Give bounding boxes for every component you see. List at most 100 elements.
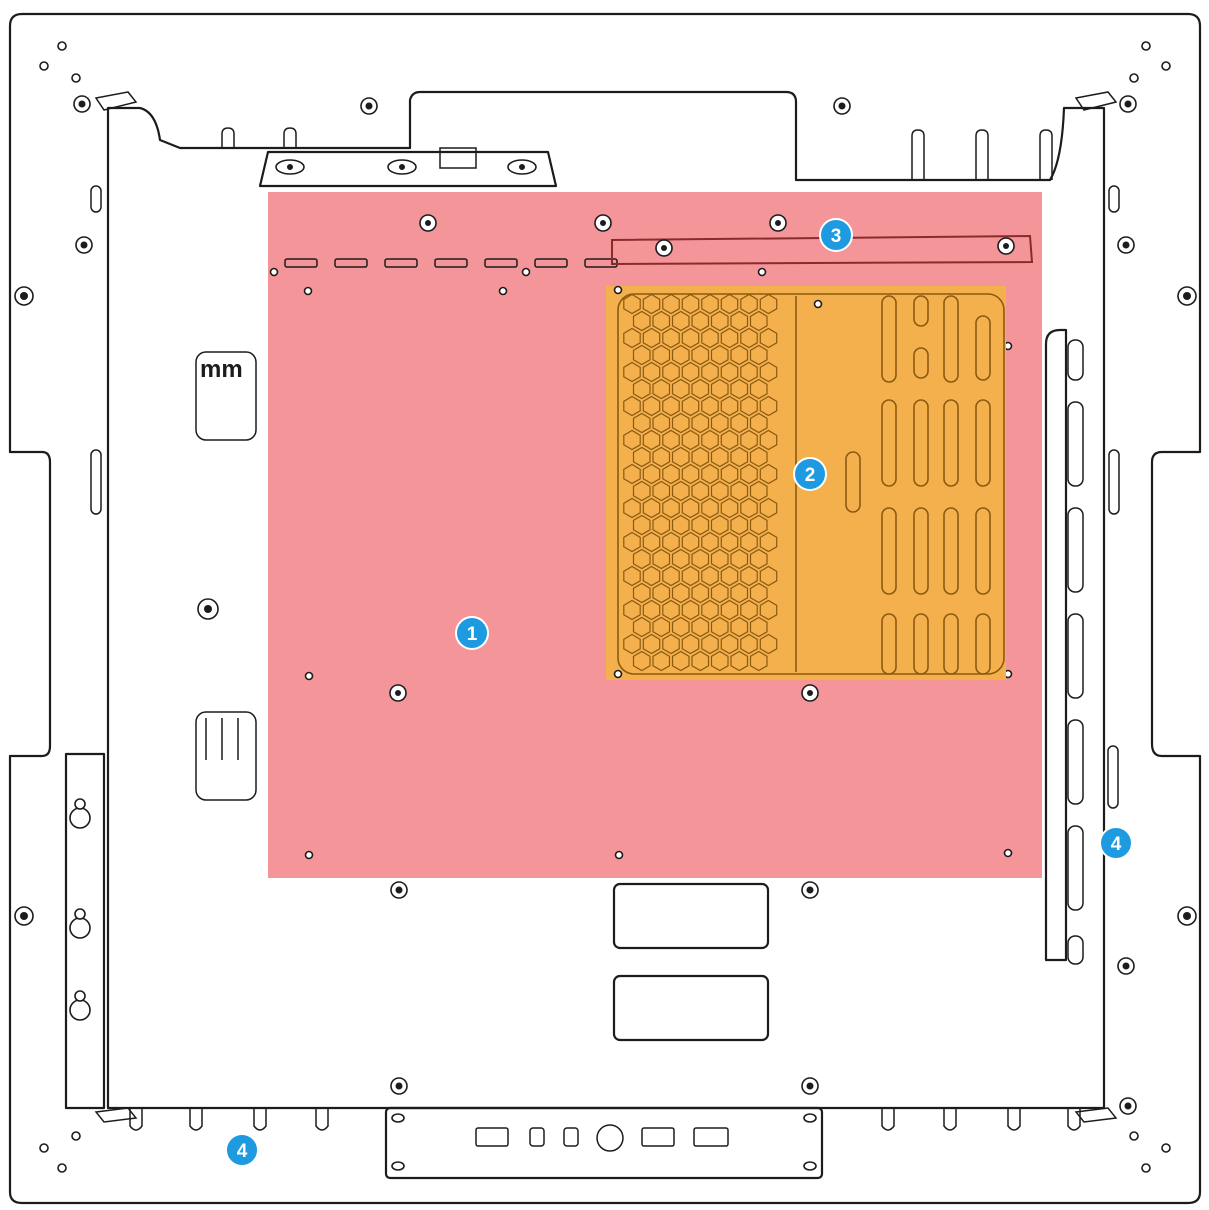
vent-hex	[720, 497, 739, 519]
vent-hex	[691, 412, 710, 434]
vent-hex	[730, 412, 749, 434]
vent-hex	[691, 548, 710, 570]
vent-hex	[749, 344, 768, 366]
vent-hex	[701, 327, 719, 349]
callout-badge-4-side: 4	[1099, 826, 1133, 860]
power-port-icon	[596, 1124, 624, 1152]
vent-hex	[681, 361, 700, 383]
vent-hex	[710, 344, 729, 366]
vent-hex	[642, 395, 661, 417]
vent-hex	[662, 497, 680, 519]
vent-hex	[623, 293, 641, 315]
vent-hex	[623, 463, 641, 485]
vent-hex	[691, 480, 710, 502]
vent-hex	[623, 633, 641, 655]
vent-hex	[681, 463, 700, 485]
usb-port-icon	[641, 1127, 675, 1147]
vent-hex	[681, 327, 700, 349]
vent-hex	[632, 650, 651, 672]
vent-hex	[662, 531, 680, 553]
vent-hex	[632, 480, 651, 502]
vent-hex	[691, 446, 710, 468]
vent-hex	[642, 497, 661, 519]
vent-hex	[701, 395, 719, 417]
vent-hex	[671, 582, 690, 604]
vent-hex	[749, 412, 768, 434]
vent-hex	[671, 548, 690, 570]
svg-text:4: 4	[1111, 834, 1122, 855]
vent-hex	[642, 327, 661, 349]
vent-hex	[720, 599, 739, 621]
vent-hex	[759, 463, 778, 485]
vent-hex	[759, 361, 778, 383]
vent-hex	[710, 616, 729, 638]
vent-hex	[642, 531, 661, 553]
vent-hex	[652, 344, 671, 366]
vent-hex	[720, 395, 739, 417]
vent-hex	[632, 310, 651, 332]
vent-hex	[710, 378, 729, 400]
vent-hex	[749, 310, 768, 332]
vent-hex	[759, 429, 778, 451]
vent-hex	[720, 463, 739, 485]
vent-hex	[642, 633, 661, 655]
vent-hex	[632, 616, 651, 638]
vent-hex	[720, 293, 739, 315]
top-tabs	[221, 127, 1053, 180]
vent-hex	[652, 514, 671, 536]
vent-hex	[701, 463, 719, 485]
vent-hex	[730, 480, 749, 502]
vent-hex	[671, 378, 690, 400]
vent-hex	[730, 378, 749, 400]
vent-hex	[642, 599, 661, 621]
vent-hex	[720, 633, 739, 655]
vent-hex	[720, 361, 739, 383]
vent-hex	[652, 310, 671, 332]
svg-text:3: 3	[831, 226, 842, 247]
vent-hex	[701, 565, 719, 587]
vent-hex	[730, 446, 749, 468]
vent-hex	[759, 497, 778, 519]
mm-marking: mm	[200, 356, 243, 383]
top-bracket	[258, 147, 558, 188]
vent-hex	[730, 514, 749, 536]
vent-hex	[662, 429, 680, 451]
vent-hex	[710, 412, 729, 434]
vent-hex	[632, 344, 651, 366]
vent-hex	[740, 429, 758, 451]
vent-hex	[623, 565, 641, 587]
vent-hex	[710, 480, 729, 502]
vent-hex	[681, 633, 700, 655]
vent-hex	[710, 514, 729, 536]
vent-hex	[749, 548, 768, 570]
vent-hex	[710, 650, 729, 672]
vent-hex	[662, 633, 680, 655]
heatsink-vent-grid	[623, 293, 778, 672]
jack-port-icon	[529, 1127, 545, 1147]
vent-hex	[681, 565, 700, 587]
vent-hex	[749, 480, 768, 502]
vent-hex	[730, 650, 749, 672]
vent-hex	[720, 531, 739, 553]
vent-hex	[632, 582, 651, 604]
vent-hex	[691, 378, 710, 400]
vent-hex	[710, 446, 729, 468]
vent-hex	[740, 599, 758, 621]
vent-hex	[662, 327, 680, 349]
vent-hex	[701, 293, 719, 315]
vent-hex	[740, 293, 758, 315]
vent-hex	[681, 395, 700, 417]
vent-hex	[759, 293, 778, 315]
vent-hex	[623, 497, 641, 519]
vent-hex	[730, 310, 749, 332]
vent-hex	[662, 565, 680, 587]
vent-hex	[749, 446, 768, 468]
vent-hex	[623, 361, 641, 383]
vent-hex	[740, 497, 758, 519]
bottom-io-panel	[384, 1106, 824, 1180]
vent-hex	[642, 361, 661, 383]
vent-hex	[759, 327, 778, 349]
vent-hex	[759, 395, 778, 417]
left-slots	[90, 185, 1120, 809]
